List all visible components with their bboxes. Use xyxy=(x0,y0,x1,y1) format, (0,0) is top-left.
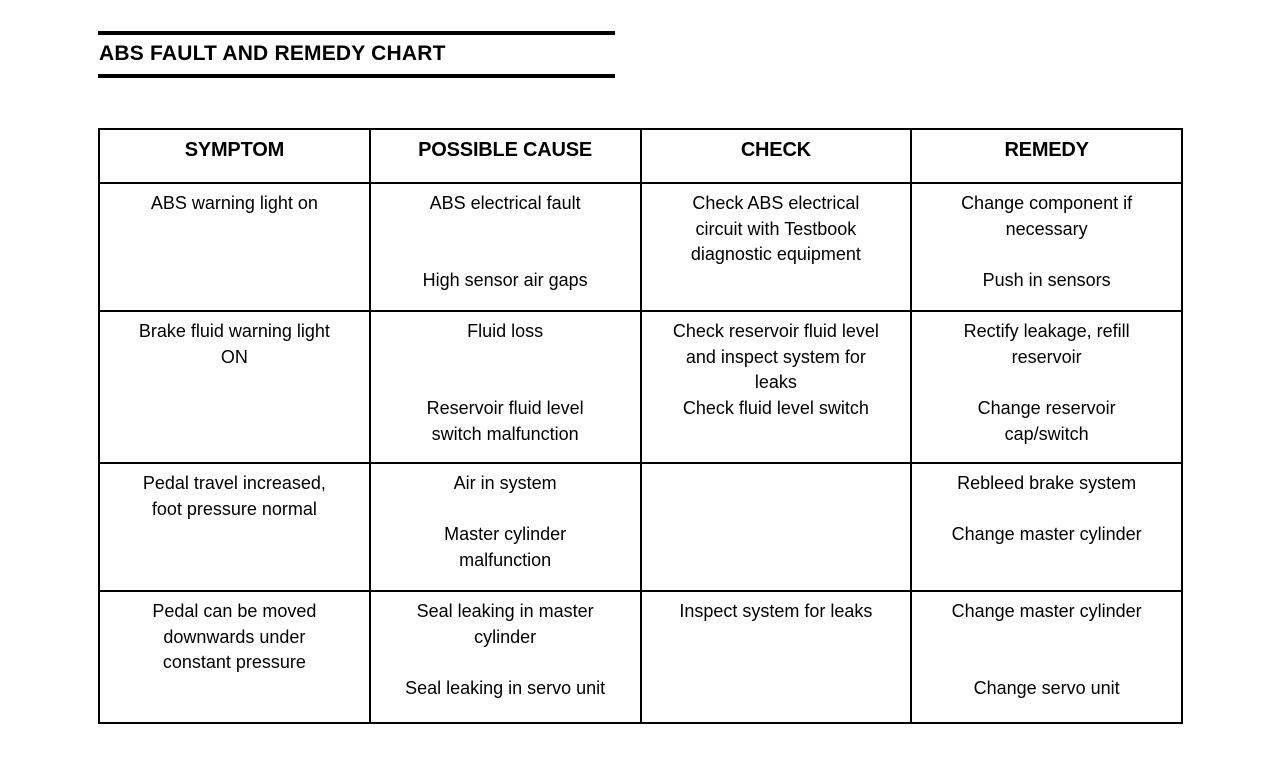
table-row: Pedal can be moved downwards under constan… xyxy=(98,590,1183,724)
blank-line xyxy=(916,625,1177,651)
cell-text-line: Fluid loss xyxy=(467,321,544,341)
cell-text-line: Rectify leakage, refill xyxy=(963,321,1130,341)
column-header-check: CHECK xyxy=(639,128,913,184)
cell-text-line: Pedal can be moved xyxy=(152,601,317,621)
cell-text-line: High sensor air gaps xyxy=(422,270,588,291)
cell-symptom: ABS warning light on xyxy=(98,182,371,312)
cell-text-line: Inspect system for leaks xyxy=(679,601,873,621)
blank-line xyxy=(916,650,1177,676)
cell-text-line: Seal leaking in master xyxy=(416,601,594,621)
cell-text-line: Check fluid level switch xyxy=(682,398,869,419)
table-row: ABS warning light on ABS electrical fault… xyxy=(98,182,1183,312)
column-header-remedy: REMEDY xyxy=(910,128,1183,184)
cell-text-line: Air in system xyxy=(453,473,557,493)
table-row: Pedal travel increased, foot pressure nor… xyxy=(98,462,1183,592)
cell-text-line: Change servo unit xyxy=(973,678,1120,699)
cell-text-line: Check reservoir fluid level xyxy=(672,321,879,341)
cell-check: Check ABS electrical circuit with Testboo… xyxy=(639,182,913,312)
cell-text-line: downwards under xyxy=(163,626,306,647)
column-header-symptom: SYMPTOM xyxy=(98,128,371,184)
cell-text-line: cap/switch xyxy=(1004,423,1089,444)
cell-text-line: ABS electrical fault xyxy=(429,193,581,213)
cell-text-line: Change master cylinder xyxy=(951,601,1142,621)
column-header-possible_cause: POSSIBLE CAUSE xyxy=(368,128,642,184)
blank-line xyxy=(375,650,636,676)
cell-text-line: necessary xyxy=(1005,218,1088,239)
cell-text-line: switch malfunction xyxy=(431,423,579,444)
blank-line xyxy=(916,370,1177,396)
blank-line xyxy=(375,370,636,396)
page-title: ABS FAULT AND REMEDY CHART xyxy=(98,31,615,78)
cell-text-line: Seal leaking in servo unit xyxy=(405,678,606,699)
cell-text-line: Check ABS electrical xyxy=(692,193,860,213)
cell-check: Check reservoir fluid level and inspect s… xyxy=(639,310,913,464)
cell-text-line: foot pressure normal xyxy=(151,498,317,519)
cell-text-line: Reservoir fluid level xyxy=(426,398,584,419)
cell-text-line: Pedal travel increased, xyxy=(142,473,326,493)
cell-symptom: Pedal travel increased, foot pressure nor… xyxy=(98,462,371,592)
cell-text-line: malfunction xyxy=(459,550,552,571)
cell-text-line: Push in sensors xyxy=(982,270,1111,291)
cell-check: Inspect system for leaks xyxy=(639,590,913,724)
cell-text-line: cylinder xyxy=(474,626,537,647)
cell-text-line: ABS warning light on xyxy=(150,193,318,213)
cell-text-line: Change master cylinder xyxy=(951,524,1142,545)
table-body: ABS warning light on ABS electrical fault… xyxy=(98,182,1183,724)
cell-text-line: Change reservoir xyxy=(977,398,1116,419)
cell-symptom: Pedal can be moved downwards under constan… xyxy=(98,590,371,724)
blank-line xyxy=(375,345,636,371)
blank-line xyxy=(375,242,636,268)
blank-line xyxy=(916,497,1177,523)
cell-text-line: constant pressure xyxy=(162,652,306,673)
blank-line xyxy=(375,217,636,243)
cell-text-line: Brake fluid warning light xyxy=(138,321,330,341)
cell-text-line: reservoir xyxy=(1011,346,1082,367)
cell-text-line: Rebleed brake system xyxy=(957,473,1137,493)
cell-text-line: leaks xyxy=(754,372,797,393)
cell-text-line: Master cylinder xyxy=(444,524,567,545)
page-title-text: ABS FAULT AND REMEDY CHART xyxy=(99,42,446,65)
blank-line xyxy=(375,497,636,523)
cell-text-line: and inspect system for xyxy=(685,346,866,367)
blank-line xyxy=(916,242,1177,268)
cell-text-line: Change component if xyxy=(961,193,1133,213)
cell-text-line: circuit with Testbook xyxy=(695,218,857,239)
cell-check xyxy=(639,462,913,592)
cell-text-line: ON xyxy=(220,346,248,367)
cell-text-line: diagnostic equipment xyxy=(690,244,861,265)
